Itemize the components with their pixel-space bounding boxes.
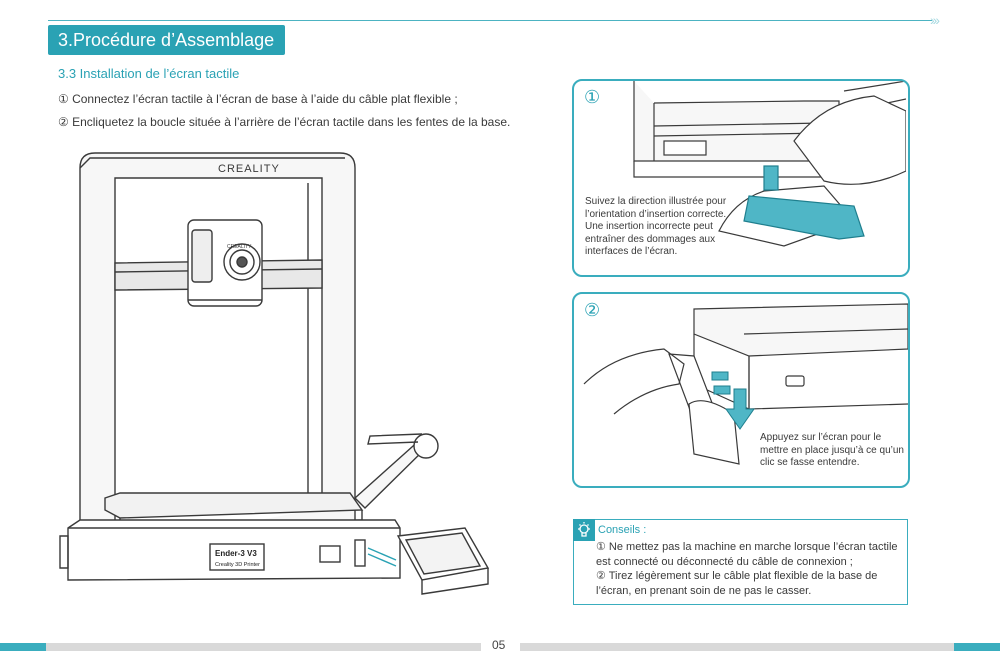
- callout-step-1: ① Suivez la direction illustrée pour l’o…: [572, 79, 910, 277]
- screen-clip-illustration: [583, 303, 908, 465]
- footer-bar-right-accent: [954, 643, 1000, 651]
- footer-bar-left-accent: [0, 643, 46, 651]
- frame-brand: CREALITY: [218, 163, 280, 175]
- tips-box: Conseils : ① Ne mettez pas la machine en…: [573, 519, 908, 605]
- footer-bar-left: [46, 643, 481, 651]
- callout-1-number: ①: [584, 87, 601, 107]
- lightbulb-icon: [573, 519, 595, 541]
- tips-title: Conseils :: [598, 524, 647, 536]
- step-1-text: ① Connectez l’écran tactile à l’écran de…: [58, 92, 458, 106]
- footer-bar-right: [520, 643, 954, 651]
- callout-step-2: ② Appuyez sur l’écran pour le mettre en …: [572, 292, 910, 488]
- callout-1-text: Suivez la direction illustrée pour l’ori…: [585, 196, 727, 257]
- section-title: 3.3 Installation de l’écran tactile: [58, 66, 240, 81]
- head-brand: CREALITY: [227, 244, 252, 250]
- header-rule: [48, 20, 932, 21]
- chevrons-icon: ›››: [930, 12, 940, 28]
- tip-2: ② Tirez légèrement sur le câble plat fle…: [596, 570, 878, 597]
- callout-2-number: ②: [584, 300, 601, 320]
- callout-2-text: Appuyez sur l’écran pour le mettre en pl…: [760, 432, 904, 468]
- tip-1: ① Ne mettez pas la machine en marche lor…: [596, 541, 898, 568]
- page-title: 3.Procédure d’Assemblage: [48, 25, 286, 55]
- screen-insert-illustration: [633, 81, 906, 247]
- base-model-sub: Creality 3D Printer: [215, 562, 260, 568]
- base-model-label: Ender-3 V3: [215, 549, 257, 558]
- step-2-text: ② Encliquetez la boucle située à l’arriè…: [58, 115, 511, 129]
- page-number: 05: [492, 638, 506, 652]
- printer-illustration: CREALITY CREALITY Ender-3 V3 Creality 3D…: [59, 152, 490, 595]
